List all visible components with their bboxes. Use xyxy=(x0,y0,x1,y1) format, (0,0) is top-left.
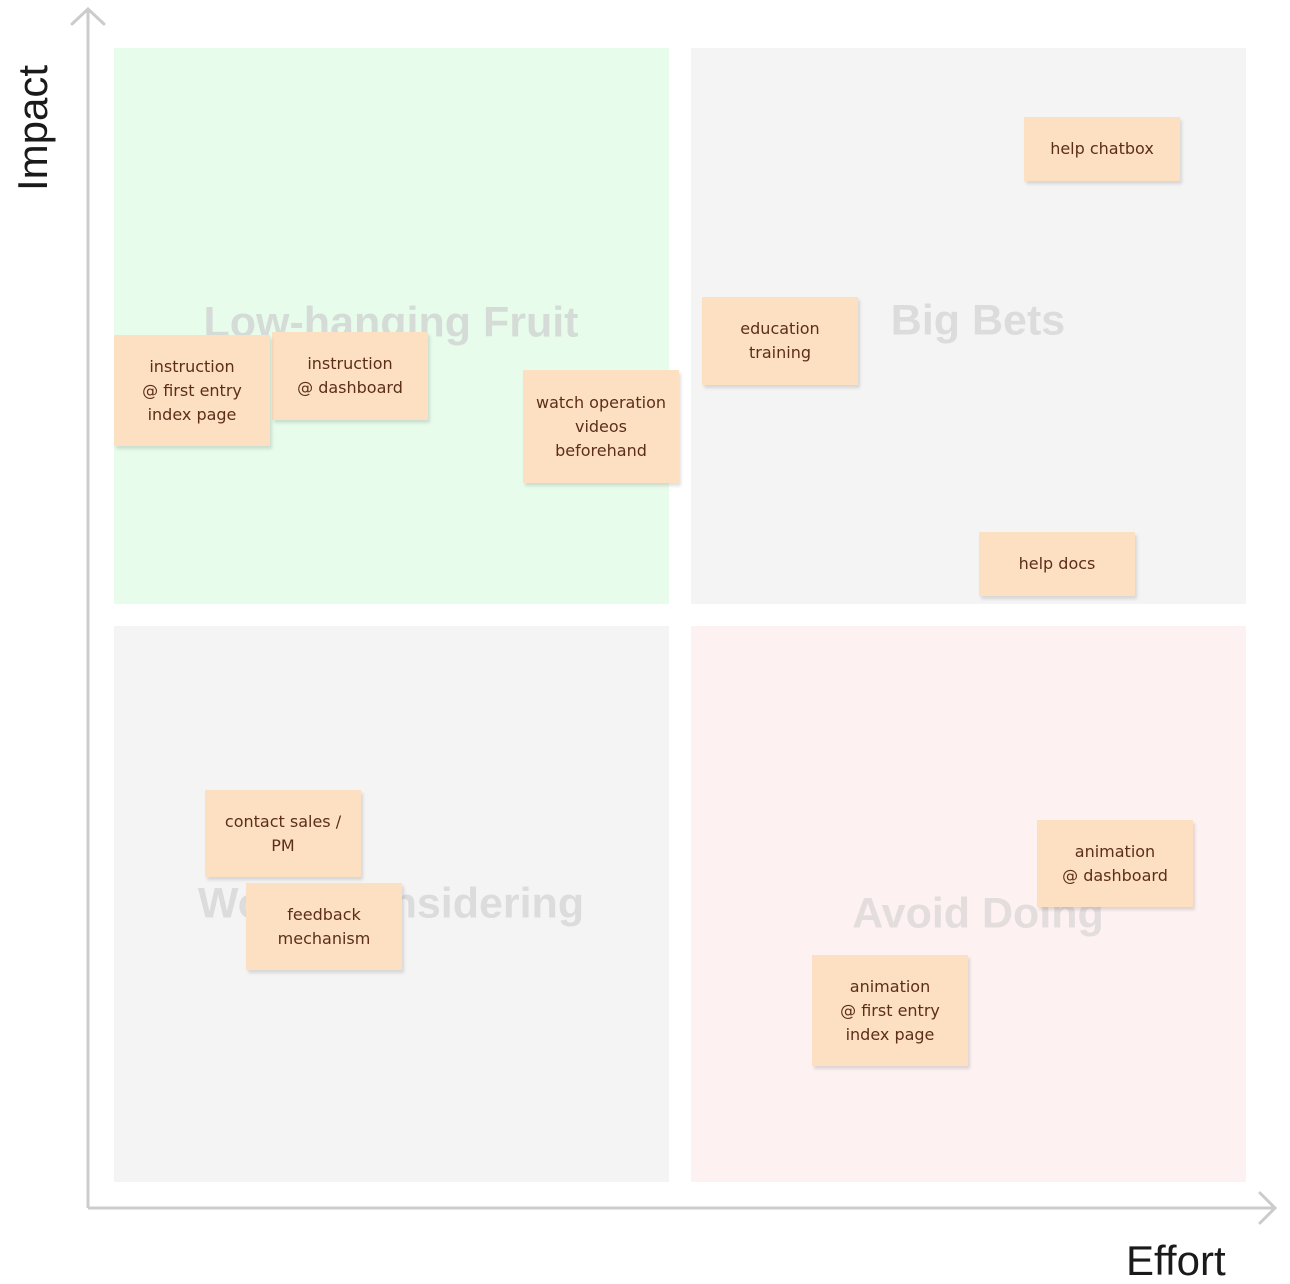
sticky-note-text: feedback mechanism xyxy=(277,904,371,948)
sticky-note-text: help chatbox xyxy=(1050,139,1154,158)
sticky-note-text: instruction @ first entry index page xyxy=(142,356,242,424)
x-axis-label: Effort xyxy=(1126,1237,1226,1284)
sticky-note-text: animation @ first entry index page xyxy=(840,976,940,1044)
sticky-note-animation-first-entry[interactable]: animation @ first entry index page xyxy=(812,955,968,1066)
sticky-note-text: education training xyxy=(740,319,820,362)
sticky-note-contact-sales[interactable]: contact sales / PM xyxy=(205,790,361,877)
sticky-note-text: help docs xyxy=(1018,554,1096,573)
sticky-note-text: animation @ dashboard xyxy=(1062,841,1168,885)
sticky-note-help-chatbox[interactable]: help chatbox xyxy=(1024,117,1180,181)
y-axis-label: Impact xyxy=(9,64,56,192)
sticky-note-text: contact sales / PM xyxy=(224,811,342,855)
sticky-note-text: watch operation videos beforehand xyxy=(535,392,666,460)
x-axis-arrow xyxy=(1258,1191,1278,1225)
sticky-note-feedback-mechanism[interactable]: feedback mechanism xyxy=(246,883,402,970)
sticky-note-education-training[interactable]: education training xyxy=(702,297,858,385)
sticky-note-text: instruction @ dashboard xyxy=(297,354,403,397)
sticky-note-help-docs[interactable]: help docs xyxy=(979,532,1135,596)
y-axis-arrow xyxy=(70,6,106,26)
sticky-note-instruction-dashboard[interactable]: instruction @ dashboard xyxy=(272,332,428,420)
quadrant-low-hanging-fruit xyxy=(114,48,669,604)
quadrant-title-big-bets: Big Bets xyxy=(890,296,1066,345)
sticky-note-animation-dashboard[interactable]: animation @ dashboard xyxy=(1037,820,1193,907)
sticky-note-instruction-first-entry[interactable]: instruction @ first entry index page xyxy=(114,335,270,446)
sticky-note-watch-videos[interactable]: watch operation videos beforehand xyxy=(523,370,679,483)
